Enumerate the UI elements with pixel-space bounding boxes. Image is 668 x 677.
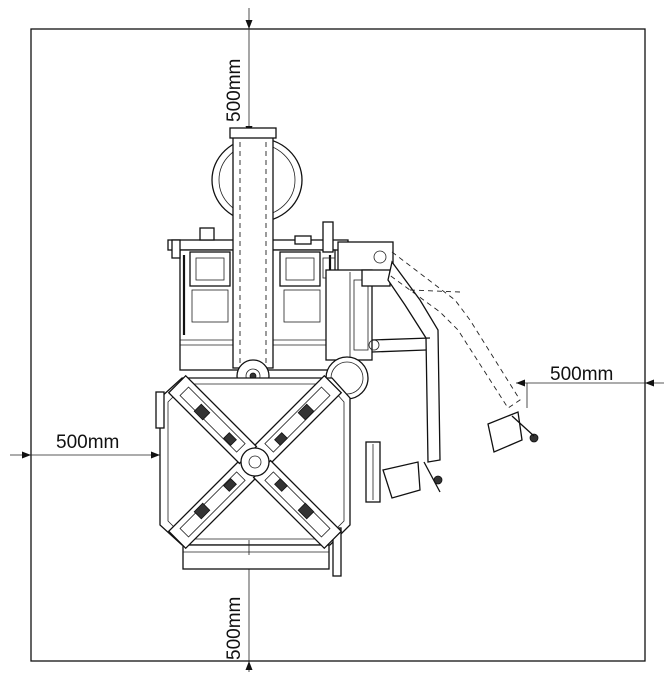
side-bracket	[325, 241, 394, 361]
dimension-left: 500mm	[10, 432, 160, 459]
dimension-right: 500mm	[516, 364, 664, 408]
dimension-bottom-label: 500mm	[224, 597, 245, 660]
tower-column	[229, 127, 277, 410]
dimension-top: 500mm	[224, 8, 253, 135]
dimension-top-label: 500mm	[224, 59, 245, 122]
dimension-right-label: 500mm	[550, 364, 613, 385]
dimension-left-label: 500mm	[56, 432, 119, 453]
bead-breaker-arm-swing	[387, 251, 539, 453]
turntable-jaws	[167, 374, 343, 550]
bead-breaker-arm	[365, 260, 443, 503]
clearance-boundary	[30, 28, 646, 662]
tire-changer-machine	[155, 127, 539, 577]
